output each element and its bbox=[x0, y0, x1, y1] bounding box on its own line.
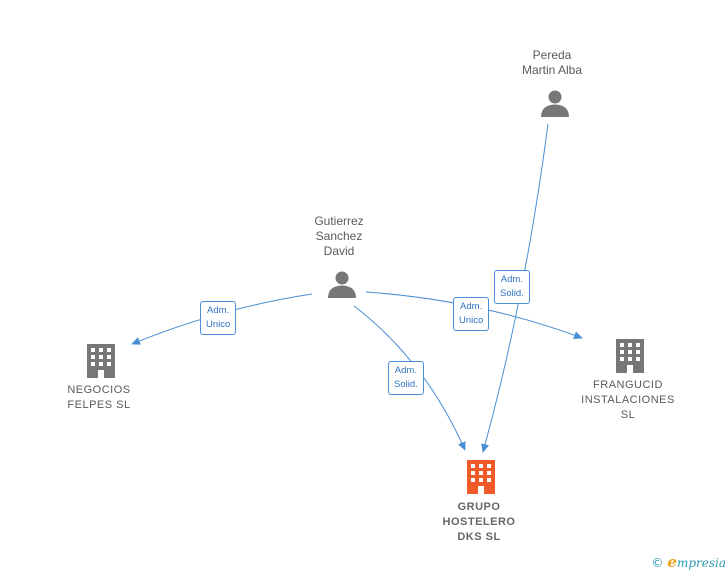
brand-name: mpresia bbox=[676, 556, 726, 570]
company-label-negocios[interactable]: NEGOCIOS FELPES SL bbox=[67, 384, 131, 411]
person-icon[interactable] bbox=[328, 271, 356, 299]
building-icon[interactable] bbox=[616, 339, 644, 373]
person-label-gutierrez[interactable]: Gutierrez Sanchez David bbox=[314, 214, 364, 258]
company-label-frangucid[interactable]: FRANGUCID INSTALACIONES SL bbox=[581, 379, 675, 421]
edge-label-gutierrez-grupo: Adm. Solid. bbox=[388, 361, 424, 395]
person-icon[interactable] bbox=[541, 90, 569, 118]
copyright-symbol: © bbox=[651, 556, 664, 570]
brand-initial: e bbox=[667, 553, 677, 571]
empresia-logo[interactable]: ©empresia bbox=[651, 553, 726, 571]
edge-label-gutierrez-negocios: Adm. Unico bbox=[200, 301, 237, 335]
edge-label-gutierrez-frangucid: Adm. Unico bbox=[453, 297, 490, 331]
building-icon[interactable] bbox=[87, 344, 115, 378]
main-building-icon[interactable] bbox=[467, 460, 495, 494]
company-label-grupo[interactable]: GRUPO HOSTELERO DKS SL bbox=[442, 501, 516, 543]
edge-label-pereda-grupo: Adm. Solid. bbox=[494, 270, 530, 304]
person-label-pereda[interactable]: Pereda Martin Alba bbox=[521, 48, 583, 77]
